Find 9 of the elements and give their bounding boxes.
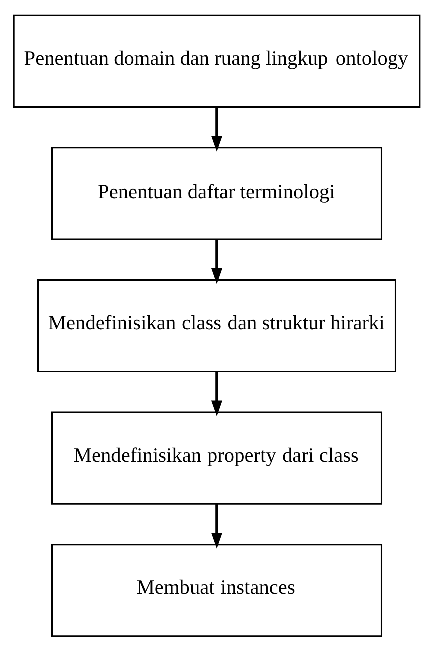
arrow <box>210 504 222 548</box>
node-box: Penentuan domain dan ruang lingkup ontology <box>12 14 420 108</box>
node-box: Penentuan daftar terminologi <box>51 146 382 240</box>
arrow <box>210 239 222 284</box>
node-box: Membuat instances <box>51 544 382 637</box>
arrow <box>210 371 222 416</box>
node-box: Mendefinisikan class dan struktur hirarki <box>37 278 396 372</box>
node-box: Mendefinisikan property dari class <box>51 411 382 504</box>
arrow <box>210 106 222 152</box>
